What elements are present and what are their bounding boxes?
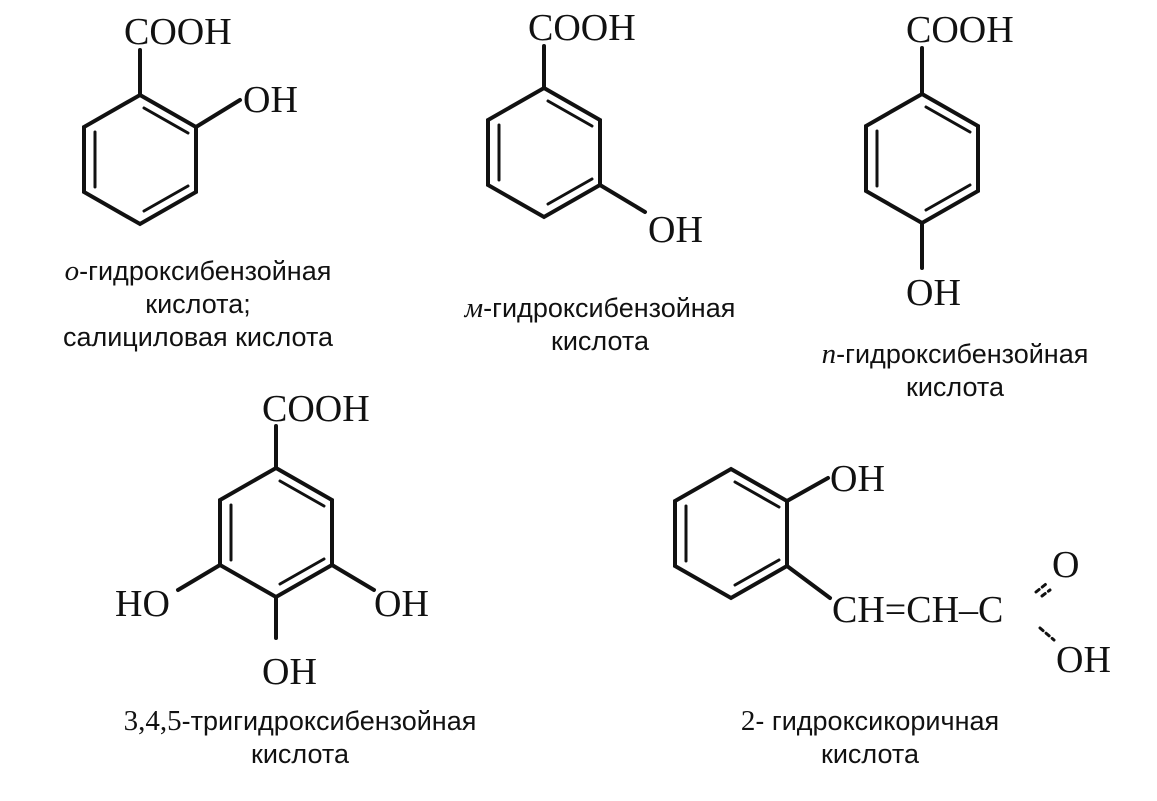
caption-coumaric-line-2: кислота <box>821 739 919 769</box>
caption-para-prefix: п <box>821 338 837 370</box>
caption-meta-line-1: м-гидроксибензойная <box>420 292 780 325</box>
label-meta-oh: OH <box>648 209 703 251</box>
benzene-ring-para <box>864 91 980 226</box>
structure-coumaric: OH CH=CH–C O OH <box>673 458 1111 681</box>
caption-gallic-text-1: -тригидроксибензойная <box>181 706 477 736</box>
label-gallic-oh-right: OH <box>374 583 429 625</box>
caption-coumaric: 2- гидроксикоричная кислота <box>690 705 1050 771</box>
caption-ortho-line-1: о-гидроксибензойная <box>28 255 368 288</box>
bond-coumaric-c-oh <box>1038 626 1056 642</box>
caption-ortho-line-3: салициловая кислота <box>62 322 334 352</box>
caption-gallic-line-1: 3,4,5-тригидроксибензойная <box>80 705 520 738</box>
caption-ortho-text-1: -гидроксибензойная <box>79 256 332 286</box>
bond-coumaric-chain <box>785 564 832 600</box>
bond-coumaric-oh <box>785 476 830 503</box>
label-para-oh: OH <box>906 272 961 314</box>
label-gallic-oh-bottom: OH <box>262 651 317 693</box>
caption-ortho: о-гидроксибензойная кислота; салициловая… <box>28 255 368 354</box>
structure-gallic: COOH HO OH OH <box>115 388 429 693</box>
benzene-ring-coumaric <box>673 466 789 601</box>
benzene-ring-gallic <box>218 465 334 600</box>
label-coumaric-oh: OH <box>830 458 885 500</box>
benzene-ring-meta <box>486 85 602 220</box>
caption-meta-line-2: кислота <box>551 326 649 356</box>
caption-para-line-1: п-гидроксибензойная <box>780 338 1130 371</box>
caption-meta-prefix: м <box>464 292 484 324</box>
caption-para-text-1: -гидроксибензойная <box>836 339 1089 369</box>
label-coumaric-o: O <box>1052 544 1079 586</box>
label-gallic-cooh: COOH <box>262 388 370 430</box>
caption-coumaric-line-1: 2- гидроксикоричная <box>690 705 1050 738</box>
bond-gallic-oh-right <box>330 563 376 592</box>
benzene-ring-ortho <box>82 92 198 227</box>
bond-coumaric-co-double <box>1040 588 1052 598</box>
label-ortho-cooh: COOH <box>124 11 232 53</box>
label-coumaric-oh-acid: OH <box>1056 639 1111 681</box>
label-meta-cooh: COOH <box>528 7 636 49</box>
label-coumaric-chain: CH=CH–C <box>832 589 1003 631</box>
bond-meta-oh <box>598 183 647 214</box>
caption-ortho-prefix: о <box>64 255 80 287</box>
bond-gallic-oh-left <box>176 563 222 592</box>
label-gallic-ho-left: HO <box>115 583 170 625</box>
label-ortho-oh: OH <box>243 79 298 121</box>
caption-para: п-гидроксибензойная кислота <box>780 338 1130 404</box>
caption-para-line-2: кислота <box>906 372 1004 402</box>
caption-ortho-line-2: кислота; <box>145 289 251 319</box>
label-para-cooh: COOH <box>906 9 1014 51</box>
caption-gallic-line-2: кислота <box>251 739 349 769</box>
bond-ortho-oh <box>194 98 242 129</box>
structure-para: COOH OH <box>864 9 1014 314</box>
caption-gallic-prefix: 3,4,5 <box>123 705 182 737</box>
caption-meta-text-1: -гидроксибензойная <box>483 293 736 323</box>
caption-gallic: 3,4,5-тригидроксибензойная кислота <box>80 705 520 771</box>
caption-meta: м-гидроксибензойная кислота <box>420 292 780 358</box>
structure-ortho: COOH OH <box>82 11 298 227</box>
caption-coumaric-prefix: 2 <box>740 705 756 737</box>
bond-coumaric-co-double-2 <box>1034 582 1048 594</box>
structure-meta: COOH OH <box>486 7 703 251</box>
caption-coumaric-text-1: - гидроксикоричная <box>755 706 1000 736</box>
